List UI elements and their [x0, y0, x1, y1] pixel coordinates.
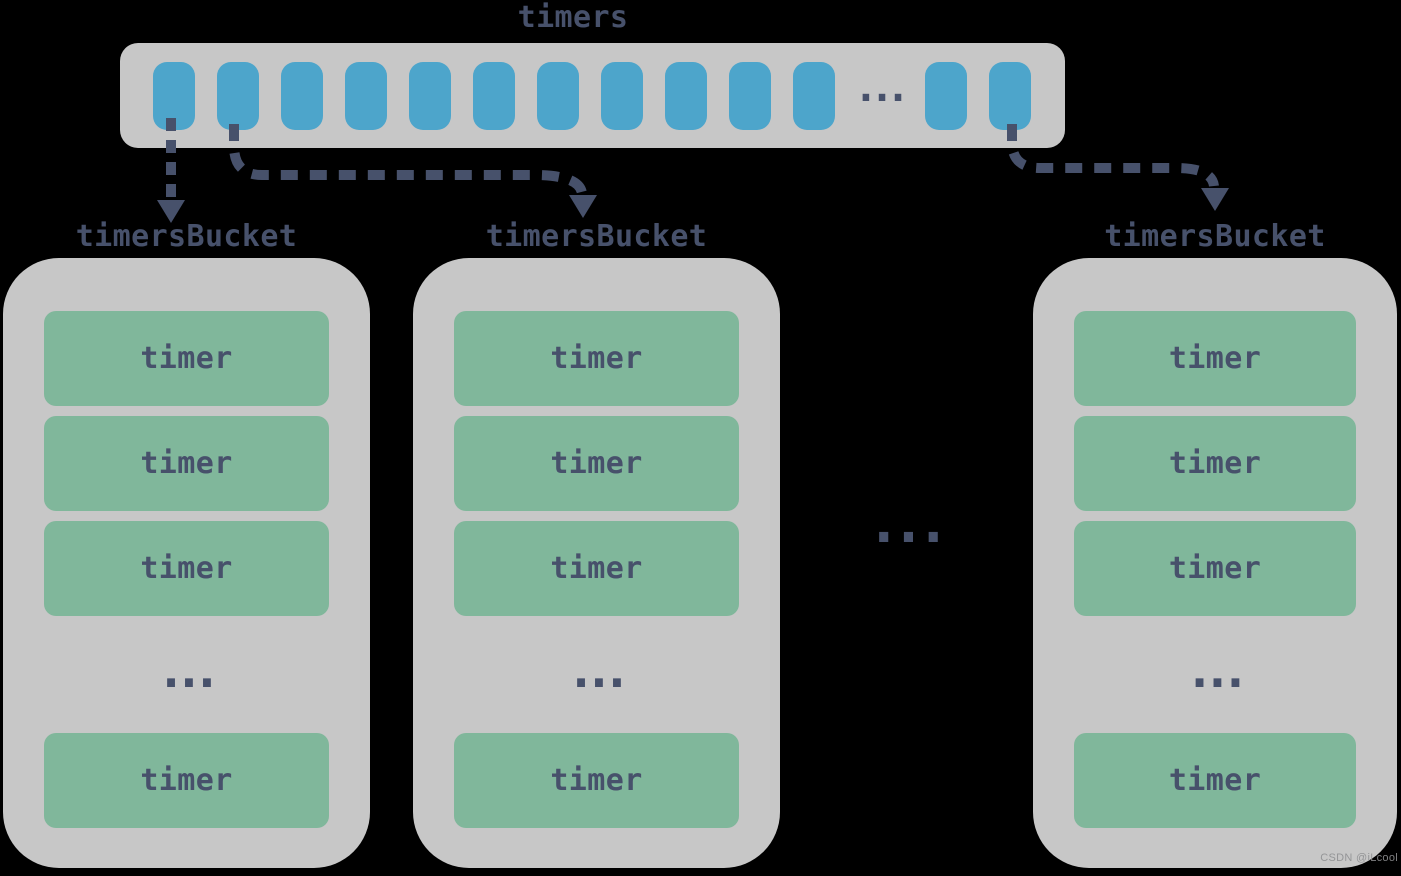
arrowhead-bucket-2: [569, 195, 597, 218]
timers-bucket-2: timer timer timer ... timer: [413, 258, 780, 868]
watermark: CSDN @iLcool: [1320, 852, 1398, 864]
timer-item: timer: [1074, 416, 1356, 511]
array-slot: [153, 61, 195, 130]
bucket-label-3: timersBucket: [1104, 219, 1326, 254]
array-slot: [409, 61, 451, 130]
timers-array: ...: [120, 43, 1065, 148]
array-slot: [217, 61, 259, 130]
array-slot: [989, 61, 1031, 130]
timer-item: timer: [454, 311, 739, 406]
timer-item: timer: [44, 311, 329, 406]
array-slot: [345, 61, 387, 130]
array-slot: [601, 61, 643, 130]
timers-bucket-3: timer timer timer ... timer: [1033, 258, 1397, 868]
timer-item: timer: [454, 733, 739, 828]
timer-item: timer: [44, 521, 329, 616]
array-slot: [729, 61, 771, 130]
timers-bucket-1: timer timer timer ... timer: [3, 258, 370, 868]
array-slot: [793, 61, 835, 130]
array-slot: [665, 61, 707, 130]
bucket-ellipsis: ...: [156, 643, 222, 699]
timer-item: timer: [1074, 521, 1356, 616]
array-slot: [925, 61, 967, 130]
timer-item: timer: [44, 733, 329, 828]
array-slot: [473, 61, 515, 130]
array-slot: [537, 61, 579, 130]
timer-item: timer: [454, 416, 739, 511]
array-slot: [281, 61, 323, 130]
timer-item: timer: [1074, 311, 1356, 406]
timer-item: timer: [454, 521, 739, 616]
bucket-ellipsis: ...: [1185, 643, 1250, 699]
timer-item: timer: [1074, 733, 1356, 828]
bucket-ellipsis: ...: [566, 643, 632, 699]
bucket-label-2: timersBucket: [485, 219, 708, 254]
bucket-label-1: timersBucket: [75, 219, 298, 254]
timer-item: timer: [44, 416, 329, 511]
between-buckets-ellipsis: ...: [866, 491, 950, 556]
timers-array-label: timers: [517, 0, 629, 35]
array-ellipsis: ...: [853, 65, 910, 111]
arrowhead-bucket-3: [1201, 188, 1229, 211]
